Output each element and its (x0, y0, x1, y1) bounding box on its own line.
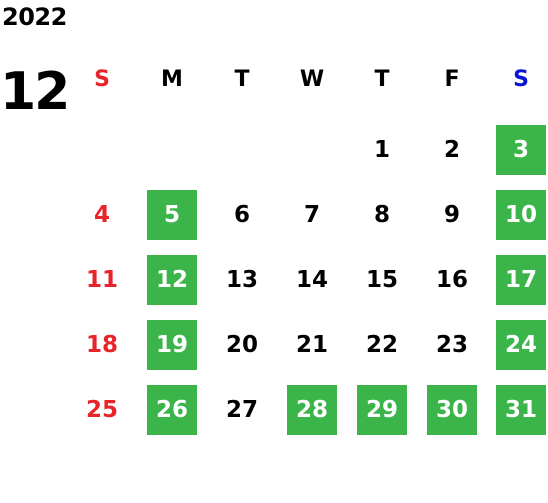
weekday-header: S (94, 67, 110, 92)
day-cell: 10 (496, 190, 546, 240)
day-cell: 20 (225, 331, 258, 358)
day-cell: 13 (225, 266, 258, 293)
year-label: 2022 (2, 3, 67, 31)
day-cell: 14 (295, 266, 328, 293)
day-cell: 27 (225, 396, 258, 423)
day-cell: 3 (496, 125, 546, 175)
month-number: 12 (0, 62, 70, 122)
day-cell: 4 (93, 201, 110, 228)
weekday-header: F (444, 67, 460, 92)
weekday-header: T (374, 67, 390, 92)
day-cell: 30 (427, 385, 477, 435)
day-cell: 24 (496, 320, 546, 370)
day-cell: 15 (365, 266, 398, 293)
day-cell: 31 (496, 385, 546, 435)
day-cell: 23 (435, 331, 468, 358)
day-cell: 28 (287, 385, 337, 435)
day-cell: 25 (85, 396, 118, 423)
day-cell: 22 (365, 331, 398, 358)
day-cell: 18 (85, 331, 118, 358)
day-cell: 17 (496, 255, 546, 305)
weekday-header: T (234, 67, 250, 92)
day-cell: 1 (373, 136, 390, 163)
day-cell: 5 (147, 190, 197, 240)
day-cell: 6 (233, 201, 250, 228)
day-cell: 11 (85, 266, 118, 293)
weekday-header: M (161, 67, 183, 92)
day-cell: 7 (303, 201, 320, 228)
weekday-header: W (299, 67, 325, 92)
day-cell: 8 (373, 201, 390, 228)
day-cell: 2 (443, 136, 460, 163)
weekday-header: S (513, 67, 529, 92)
day-cell: 29 (357, 385, 407, 435)
day-cell: 19 (147, 320, 197, 370)
day-cell: 16 (435, 266, 468, 293)
day-cell: 21 (295, 331, 328, 358)
day-cell: 12 (147, 255, 197, 305)
day-cell: 9 (443, 201, 460, 228)
day-cell: 26 (147, 385, 197, 435)
